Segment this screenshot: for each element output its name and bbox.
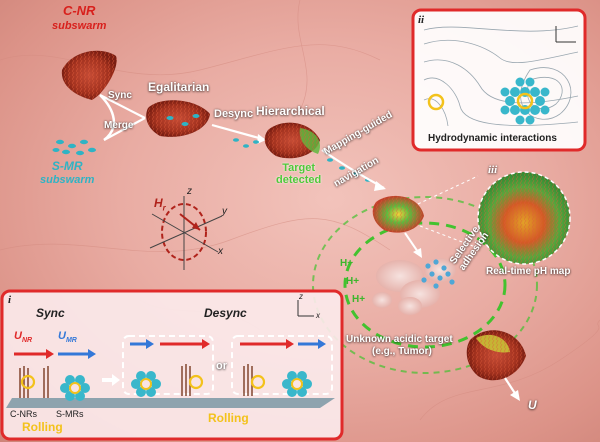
panel-i-axis-z: z <box>299 292 303 301</box>
hierarchical-label: Hierarchical <box>256 104 325 118</box>
sync-label: Sync <box>108 90 132 101</box>
axis-y-label: y <box>222 206 227 217</box>
smrs-label: S-MRs <box>56 409 84 419</box>
smr-subswarm-dots <box>53 140 97 155</box>
swarm-at-target <box>373 196 424 233</box>
panel-ii-label: ii <box>418 14 424 26</box>
panel-ii <box>413 10 585 150</box>
panel-iii-label: iii <box>488 164 497 176</box>
ph-map-sphere <box>478 172 570 264</box>
or-label: or <box>216 360 227 372</box>
proton-label-2: H+ <box>346 276 359 287</box>
ph-map-label: Real-time pH map <box>486 266 570 277</box>
desync-i-label: Desync <box>204 306 247 320</box>
u-nr-label: UNR <box>14 330 32 344</box>
axis-x-label: x <box>218 246 223 257</box>
unknown-target-label: Unknown acidic target <box>346 334 453 345</box>
panel-i-label: i <box>8 294 11 306</box>
u-mr-label: UMR <box>58 330 77 344</box>
proton-label-1: H+ <box>340 258 353 269</box>
panel-i-axis-x: x <box>316 311 320 320</box>
cnrs-label: C-NRs <box>10 409 37 419</box>
hierarchical-swarm <box>265 123 320 159</box>
velocity-label: U <box>528 398 537 412</box>
rolling-label-2: Rolling <box>208 411 249 425</box>
egalitarian-label: Egalitarian <box>148 80 209 94</box>
sync-i-label: Sync <box>36 306 65 320</box>
field-label: Hr <box>154 196 166 212</box>
hydrodynamic-label: Hydrodynamic interactions <box>428 133 557 144</box>
exiting-swarm <box>467 330 526 380</box>
egalitarian-swarm <box>146 100 210 137</box>
merge-label: Merge <box>104 120 133 131</box>
axis-z-label: z <box>187 186 192 197</box>
tumor-label: (e.g., Tumor) <box>372 346 432 357</box>
desync-label: Desync <box>214 108 253 120</box>
rolling-label-1: Rolling <box>22 420 63 434</box>
proton-label-3: H+ <box>352 294 365 305</box>
